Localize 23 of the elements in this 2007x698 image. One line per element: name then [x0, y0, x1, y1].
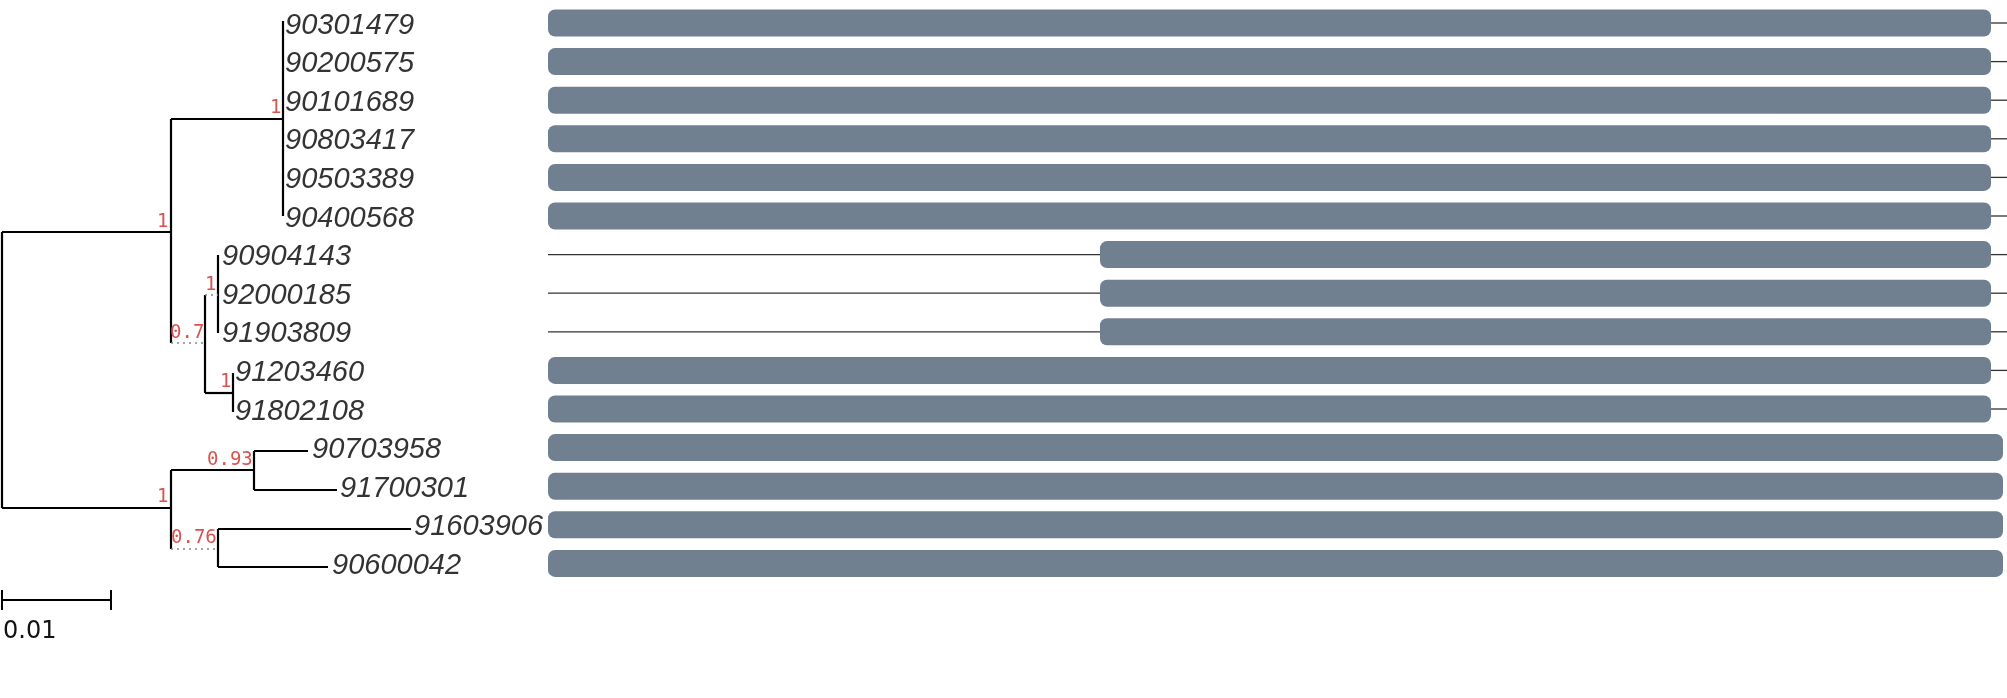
scale-label: 0.01 [3, 618, 57, 642]
support-value: 1 [157, 485, 169, 505]
taxon-label: 92000185 [222, 279, 352, 309]
support-value: 0.93 [207, 448, 253, 468]
taxon-label: 90600042 [332, 549, 462, 579]
taxon-label: 90703958 [312, 434, 442, 464]
taxon-label: 90301479 [285, 9, 415, 39]
taxon-label: 91903809 [222, 318, 352, 348]
taxon-label: 90101689 [285, 86, 415, 116]
support-value: 1 [270, 96, 282, 116]
taxon-label: 91700301 [340, 472, 470, 502]
taxon-label: 90503389 [285, 163, 415, 193]
taxon-label: 90803417 [285, 125, 415, 155]
taxon-label: 91203460 [235, 356, 365, 386]
support-value: 1 [157, 210, 169, 230]
support-value: 1 [220, 370, 232, 390]
taxon-label: 90200575 [285, 48, 415, 78]
taxon-label: 90904143 [222, 241, 352, 271]
taxon-label: 91802108 [235, 395, 365, 425]
taxon-label: 91603906 [414, 511, 544, 541]
support-value: 1 [205, 273, 217, 293]
support-value: 0.76 [171, 526, 217, 546]
taxon-label: 90400568 [285, 202, 415, 232]
